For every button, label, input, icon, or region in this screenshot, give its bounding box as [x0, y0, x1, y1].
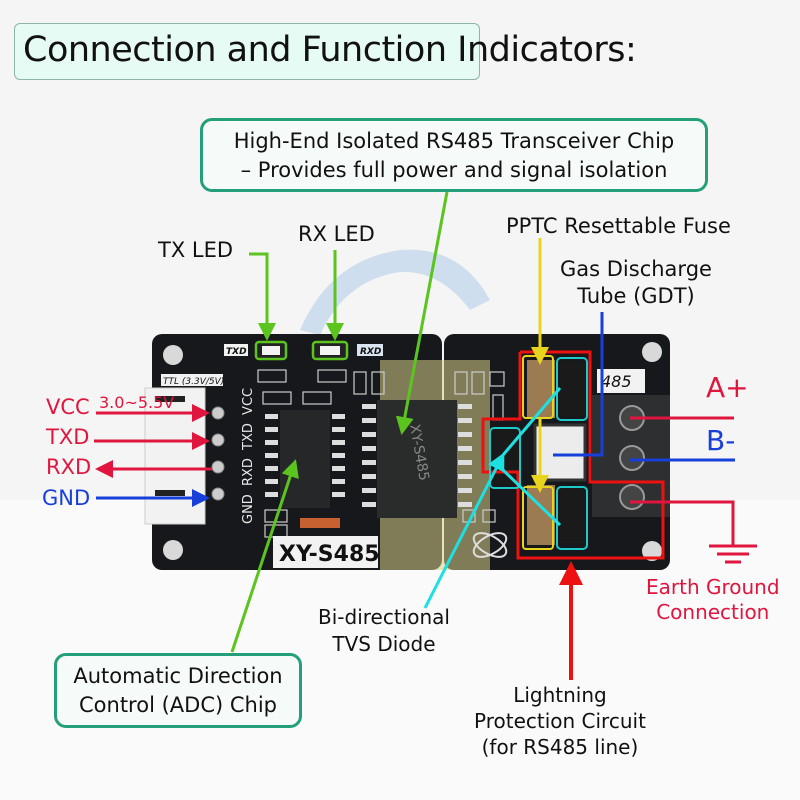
mount-hole — [642, 342, 662, 362]
lightning-label-line1: Lightning — [513, 683, 607, 707]
tvs-link-bottom — [501, 468, 562, 527]
connector-latch — [155, 396, 185, 402]
gnd-label: GND — [42, 486, 91, 510]
smd-passives — [257, 369, 505, 538]
txd-silk-bg — [224, 344, 248, 356]
tvs-label-line2: TVS Diode — [332, 632, 436, 656]
earth-ground-label-line1: Earth Ground — [646, 575, 780, 599]
rs485-silk-label: 485 — [601, 372, 632, 391]
ttl-silk-bg — [161, 374, 223, 386]
transceiver-chip-pins — [362, 404, 472, 507]
b-minus-label: B- — [706, 424, 736, 457]
gdt-label-line1: Gas Discharge — [560, 257, 712, 281]
model-silk-bg — [273, 536, 378, 568]
transceiver-chip — [377, 400, 457, 518]
tvs-label: Bi-directional TVS Diode — [318, 604, 450, 658]
tvs-label-line1: Bi-directional — [318, 605, 450, 629]
adc-chip — [280, 410, 330, 508]
mount-hole — [163, 345, 183, 365]
tvs-diode-top — [560, 362, 585, 416]
gdt-tube — [533, 423, 587, 482]
crystal-resistor — [300, 518, 340, 528]
rs485-silk-bg — [597, 369, 645, 393]
vcc-label: VCC — [46, 395, 90, 419]
tx-led-arrow — [249, 252, 276, 341]
mount-hole — [163, 540, 183, 560]
rxd-label: RXD — [46, 455, 92, 479]
transceiver-callout-line1: High-End Isolated RS485 Transceiver Chip — [233, 129, 675, 153]
tvs-outline-bottom — [556, 486, 588, 550]
terminal-screw-earth[interactable] — [619, 484, 645, 510]
vcc-voltage-note: 3.0~5.5V — [99, 393, 175, 412]
header-pin — [211, 406, 225, 420]
gdt-pointer — [553, 312, 604, 457]
terminal-screw-b[interactable] — [619, 445, 645, 471]
header-pin — [211, 487, 225, 501]
model-silk-label: XY-S485 — [279, 542, 380, 567]
tvs-arrow — [423, 452, 505, 609]
tx-led-lens — [262, 346, 280, 355]
ttl-silk-label: TTL (3.3V/5V) — [163, 377, 224, 387]
earth-ground-icon — [709, 544, 757, 564]
transceiver-callout: High-End Isolated RS485 Transceiver Chip… — [200, 118, 708, 192]
header-pin — [211, 433, 225, 447]
txd-label: TXD — [46, 425, 90, 449]
a-plus-label: A+ — [706, 371, 749, 404]
lightning-label-line2: Protection Circuit — [474, 709, 646, 733]
transceiver-callout-line2: – Provides full power and signal isolati… — [240, 158, 668, 182]
adc-chip-pins — [265, 414, 345, 497]
rxd-silk-label: RXD — [360, 347, 382, 357]
watermark-logo — [300, 249, 490, 335]
adc-callout: Automatic Direction Control (ADC) Chip — [54, 653, 302, 728]
earth-line — [630, 500, 735, 545]
header-pin — [211, 460, 225, 474]
gdt-label: Gas Discharge Tube (GDT) — [560, 256, 712, 310]
pptc-label: PPTC Resettable Fuse — [506, 214, 731, 238]
earth-ground-label: Earth Ground Connection — [646, 575, 780, 625]
lightning-circuit-outline — [481, 350, 665, 560]
board-logo-icon — [472, 532, 508, 558]
txd-silk-label: TXD — [226, 347, 247, 357]
page-title: Connection and Function Indicators: — [23, 30, 637, 70]
transceiver-arrow — [395, 191, 449, 435]
lightning-label: Lightning Protection Circuit (for RS485 … — [474, 682, 646, 760]
lightning-label-line3: (for RS485 line) — [481, 735, 639, 759]
tvs-diode-bottom — [560, 488, 585, 543]
tvs-outline-top — [556, 357, 588, 421]
adc-arrow — [230, 459, 299, 653]
gdt-label-line2: Tube (GDT) — [577, 284, 695, 308]
rxd-silk-bg — [357, 344, 383, 356]
rx-led-lens — [320, 346, 340, 355]
tvs-link-top — [501, 387, 562, 456]
tx-led-label: TX LED — [158, 238, 234, 262]
adc-callout-line1: Automatic Direction — [73, 664, 283, 688]
earth-ground-label-line2: Connection — [656, 600, 770, 624]
mount-hole — [642, 541, 662, 561]
title-banner: Connection and Function Indicators: — [14, 23, 637, 80]
rx-led-label: RX LED — [298, 222, 375, 246]
connector-latch — [155, 490, 185, 496]
adc-callout-line2: Control (ADC) Chip — [79, 693, 277, 717]
header-pin-labels: GND RXD TXD VCC — [241, 388, 256, 524]
